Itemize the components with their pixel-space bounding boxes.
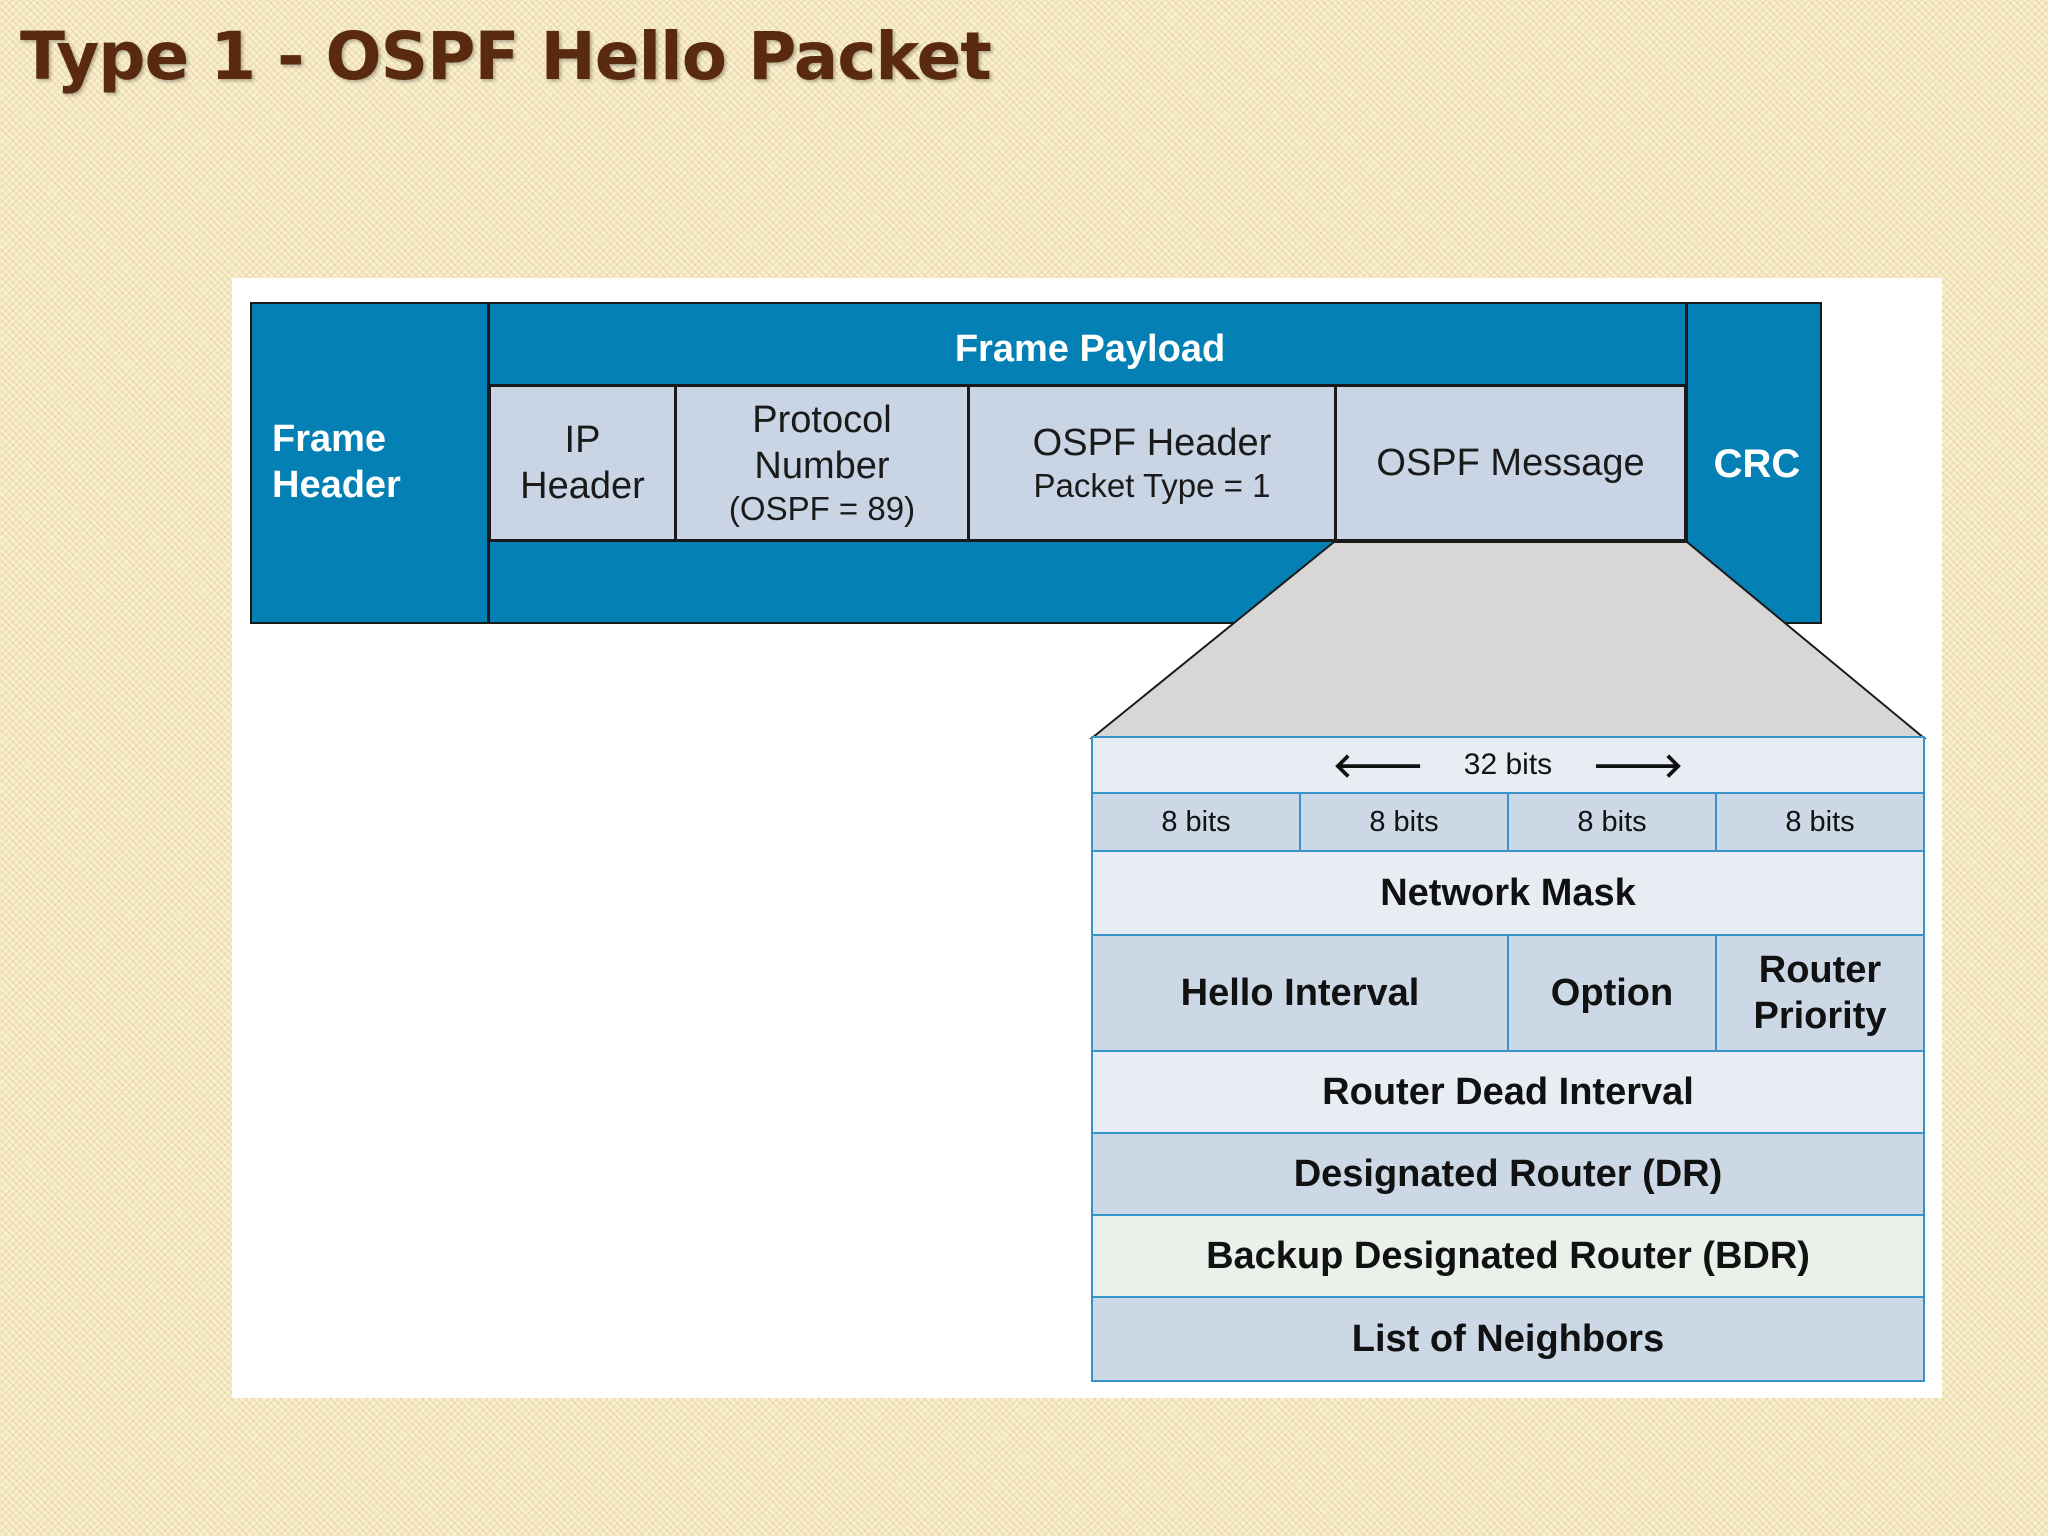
ip-header-cell: IP Header xyxy=(488,384,677,542)
router-dead-interval-field: Router Dead Interval xyxy=(1091,1050,1925,1134)
crc-label: CRC xyxy=(1713,441,1801,486)
option-field: Option xyxy=(1507,934,1717,1052)
frame-payload-label: Frame Payload xyxy=(954,327,1226,370)
network-mask-label: Network Mask xyxy=(1380,872,1636,914)
ospf-message-cell: OSPF Message xyxy=(1334,384,1687,542)
router-dead-interval-label: Router Dead Interval xyxy=(1322,1071,1694,1113)
list-of-neighbors-field: List of Neighbors xyxy=(1091,1296,1925,1382)
network-mask-field: Network Mask xyxy=(1091,850,1925,936)
byte-cell: 8 bits xyxy=(1507,792,1717,852)
hello-interval-label: Hello Interval xyxy=(1180,972,1420,1014)
protocol-ospf-value: (OSPF = 89) xyxy=(728,490,916,527)
frame-header-label: Frame Header xyxy=(272,418,401,506)
designated-router-field: Designated Router (DR) xyxy=(1091,1132,1925,1216)
router-priority-label: Router Priority xyxy=(1753,949,1887,1037)
byte-cell: 8 bits xyxy=(1715,792,1925,852)
protocol-number-label: Protocol Number xyxy=(752,399,892,487)
byte-label: 8 bits xyxy=(1577,805,1647,838)
expansion-shape xyxy=(1089,541,1927,739)
byte-label: 8 bits xyxy=(1785,805,1855,838)
byte-label: 8 bits xyxy=(1369,805,1439,838)
hello-interval-field: Hello Interval xyxy=(1091,934,1509,1052)
list-of-neighbors-label: List of Neighbors xyxy=(1351,1318,1665,1360)
byte-cell: 8 bits xyxy=(1299,792,1509,852)
arrow-left-icon: 🡐 xyxy=(1332,746,1424,785)
bits-width-row: 🡐 32 bits 🡒 xyxy=(1091,736,1925,794)
protocol-number-cell: Protocol Number (OSPF = 89) xyxy=(674,384,970,542)
byte-label: 8 bits xyxy=(1161,805,1231,838)
byte-cell: 8 bits xyxy=(1091,792,1301,852)
option-label: Option xyxy=(1550,972,1674,1014)
ospf-message-label: OSPF Message xyxy=(1376,442,1645,484)
arrow-right-icon: 🡒 xyxy=(1592,746,1684,785)
backup-designated-router-label: Backup Designated Router (BDR) xyxy=(1206,1235,1810,1277)
backup-designated-router-field: Backup Designated Router (BDR) xyxy=(1091,1214,1925,1298)
designated-router-label: Designated Router (DR) xyxy=(1293,1153,1723,1195)
slide-title: Type 1 - OSPF Hello Packet xyxy=(20,18,992,95)
packet-type-label: Packet Type = 1 xyxy=(1033,467,1271,504)
ip-header-label: IP Header xyxy=(520,419,645,507)
ospf-header-label: OSPF Header xyxy=(1032,422,1272,464)
router-priority-field: Router Priority xyxy=(1715,934,1925,1052)
bits-width-label: 32 bits xyxy=(1463,748,1553,781)
